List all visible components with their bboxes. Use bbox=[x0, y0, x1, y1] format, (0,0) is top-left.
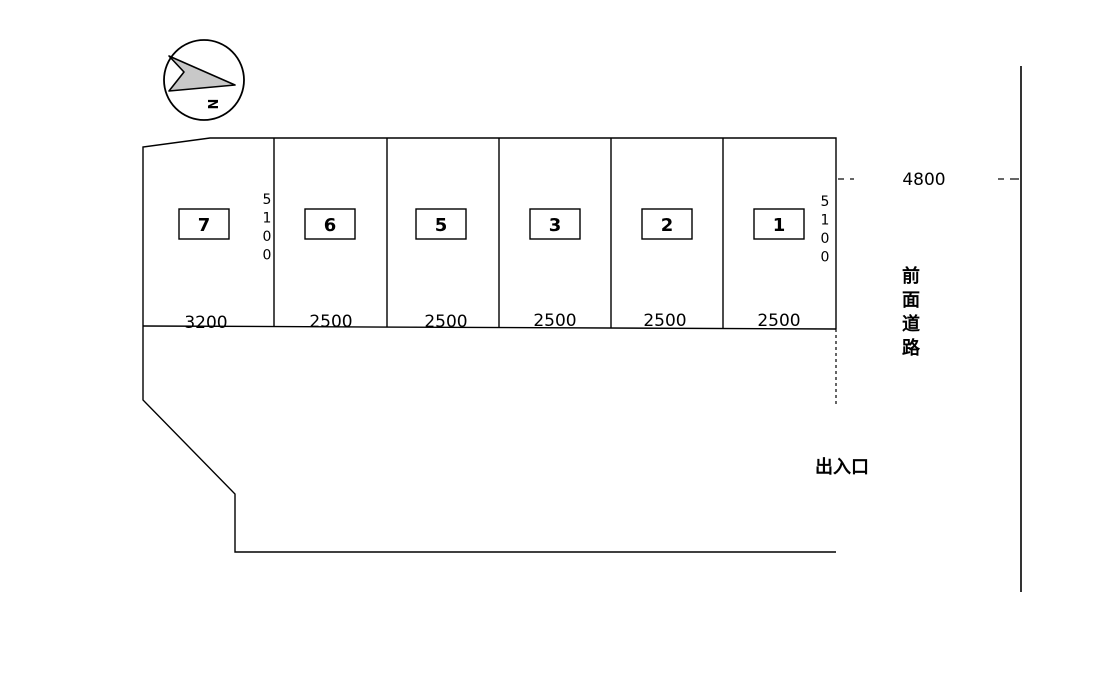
space-number: 7 bbox=[198, 215, 211, 236]
parking-space: 3 2500 bbox=[529, 208, 581, 331]
road-width-label: 4800 bbox=[902, 170, 945, 190]
space-number-box bbox=[178, 208, 230, 240]
space-number-box bbox=[415, 208, 467, 240]
space-width-label: 2500 bbox=[309, 312, 352, 332]
entrance-label: 出入口 bbox=[815, 456, 869, 478]
space-width-label: 2500 bbox=[643, 311, 686, 331]
parking-spaces: 7 3200 6 2500 5 2500 3 2500 2 2500 1 2500 bbox=[178, 208, 805, 333]
space-number-box bbox=[304, 208, 356, 240]
road-name-label: 前面道路 bbox=[902, 265, 921, 359]
parking-space: 6 2500 bbox=[304, 208, 356, 332]
space-number: 3 bbox=[549, 215, 562, 236]
lot-boundary bbox=[142, 326, 836, 553]
space-number-box bbox=[641, 208, 693, 240]
parking-space: 7 3200 bbox=[178, 208, 230, 333]
north-arrow-icon: N bbox=[163, 39, 245, 121]
space-number: 5 bbox=[435, 215, 448, 236]
space-number: 2 bbox=[661, 215, 674, 236]
parking-space: 2 2500 bbox=[641, 208, 693, 331]
north-label: N bbox=[207, 99, 222, 110]
space-number-box bbox=[753, 208, 805, 240]
space-width-label: 3200 bbox=[184, 313, 227, 333]
space-number: 1 bbox=[773, 215, 786, 236]
space-width-label: 2500 bbox=[533, 311, 576, 331]
space-number-box bbox=[529, 208, 581, 240]
parking-space: 1 2500 bbox=[753, 208, 805, 331]
parking-space: 5 2500 bbox=[415, 208, 468, 332]
space-width-label: 2500 bbox=[424, 312, 467, 332]
space-number: 6 bbox=[324, 215, 337, 236]
space-width-label: 2500 bbox=[757, 311, 800, 331]
parking-row-outline bbox=[142, 137, 837, 330]
